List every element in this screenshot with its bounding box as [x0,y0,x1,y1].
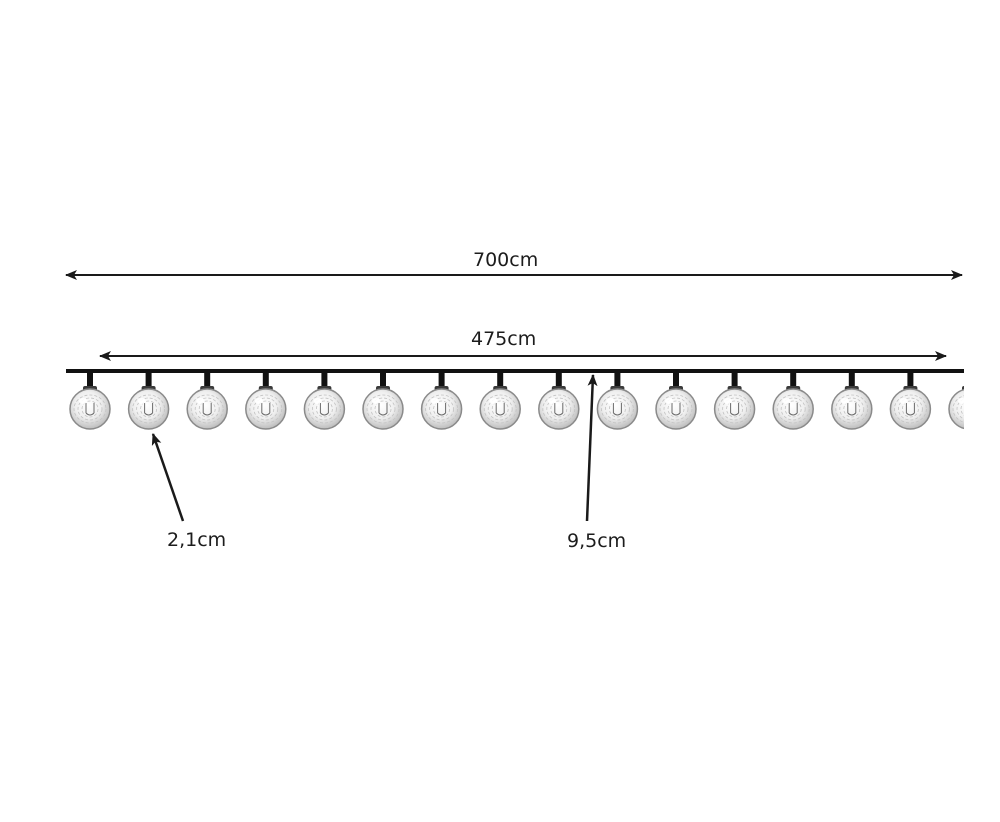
total-length-label: 700cm [473,249,539,271]
bulb [948,386,964,430]
bulb [655,373,697,430]
bulb [303,373,346,430]
bulb-spacing-pointer [585,374,598,522]
bulb-diameter-pointer [151,433,185,522]
bulb [186,373,228,430]
bulb [127,373,170,430]
bulb-row [69,373,964,430]
bulb [245,373,287,430]
bulb [772,373,814,430]
bulb [420,373,463,430]
bulb [69,373,111,430]
bulb [362,373,404,430]
bulb-diameter-label: 2,1cm [167,529,227,551]
bulb-spacing-label: 9,5cm [567,530,627,552]
lit-length-label: 475cm [471,328,537,350]
bulb [596,373,639,430]
bulb [538,373,580,430]
bulb [889,373,932,430]
bulb [831,373,873,430]
bulb [479,373,521,430]
bulb [713,373,756,430]
